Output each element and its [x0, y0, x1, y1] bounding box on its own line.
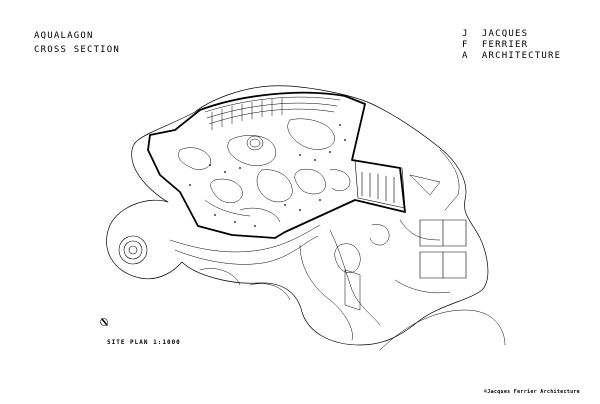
- right-hall: [354, 159, 406, 209]
- title-line-2: CROSS SECTION: [34, 45, 121, 55]
- building-outline: [147, 91, 406, 239]
- interior-pools: [178, 118, 351, 223]
- logo-line-1: J JACQUES: [462, 29, 529, 39]
- architect-logo: J JACQUES F FERRIER A ARCHITECTURE: [462, 29, 561, 62]
- scale-label: SITE PLAN 1:1000: [107, 339, 181, 346]
- title-line-1: AQUALAGON: [34, 31, 94, 41]
- drawing-title: AQUALAGON CROSS SECTION: [34, 29, 120, 57]
- tree-dots: [189, 124, 346, 227]
- landscape-paths: [169, 149, 460, 341]
- roof-band: [204, 96, 341, 131]
- north-arrow-icon: [100, 318, 108, 326]
- sports-courts: [419, 219, 467, 279]
- outer-ring-path: [379, 309, 506, 351]
- logo-line-2: F FERRIER: [462, 40, 529, 50]
- credit-line: ©Jacques Ferrier Architecture: [484, 389, 580, 395]
- site-boundary: [106, 85, 489, 346]
- logo-line-3: A ARCHITECTURE: [462, 51, 562, 61]
- circular-feature: [118, 235, 148, 265]
